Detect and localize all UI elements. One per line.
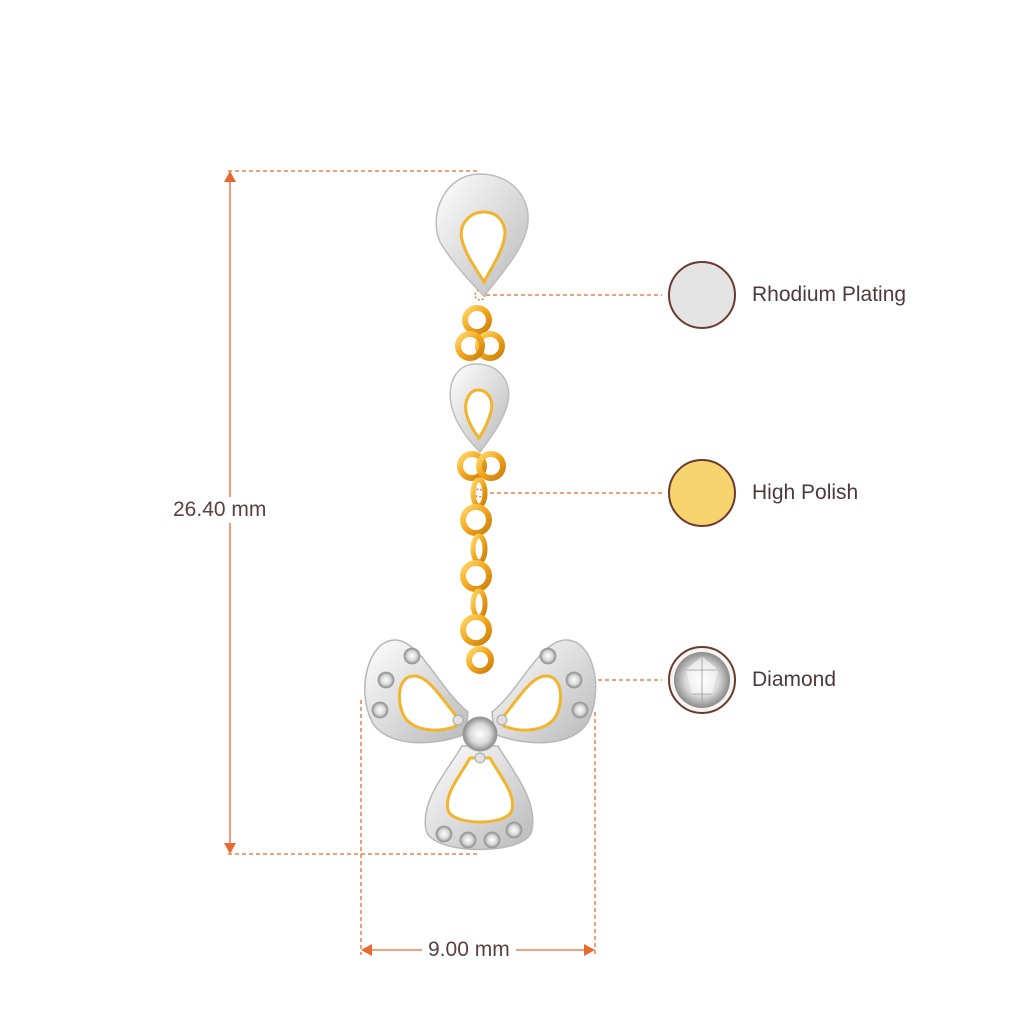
chain-link	[460, 614, 492, 646]
diamond-swatch	[668, 646, 736, 714]
legend-swatches	[668, 261, 736, 714]
width-arrow-right	[584, 944, 595, 956]
earring-illustration	[364, 173, 597, 851]
diamond-stone	[539, 647, 557, 665]
width-arrow-left	[361, 944, 372, 956]
diamond-stone	[435, 825, 453, 843]
high-polish-label: High Polish	[752, 481, 859, 504]
legend-leaders	[483, 294, 662, 681]
chain-link	[455, 331, 485, 361]
diamond-label: Diamond	[752, 668, 837, 691]
prong	[474, 752, 486, 764]
left-petal-cutout	[397, 674, 458, 732]
chain-link	[466, 646, 494, 674]
middle-teardrop-cutout	[464, 388, 494, 441]
chain-link	[475, 331, 505, 361]
diamond-stone	[403, 647, 421, 665]
rhodium-plating-label: Rhodium Plating	[752, 283, 907, 306]
chain-link	[470, 477, 488, 509]
diamond-stone	[459, 831, 477, 849]
diamond-stone	[565, 671, 583, 689]
polish-marker	[474, 488, 484, 498]
height-arrow-bottom	[224, 843, 236, 854]
pave-diamonds	[371, 647, 589, 849]
diamond-stone	[571, 701, 589, 719]
diamond-stone	[505, 821, 523, 839]
center-stone	[452, 714, 508, 764]
prong	[496, 714, 508, 726]
bottom-petal-cutout	[445, 756, 515, 824]
diamond-stone	[483, 831, 501, 849]
right-petal-cutout	[502, 674, 563, 732]
rhodium-swatch	[668, 261, 736, 329]
height-arrow-top	[224, 171, 236, 182]
chain-link	[476, 451, 506, 481]
chain-link	[460, 560, 492, 592]
chain-link	[470, 533, 488, 565]
top-teardrop-cutout	[459, 210, 507, 286]
center-diamond	[462, 716, 498, 752]
polish-swatch	[668, 459, 736, 527]
width-dimension-label: 9.00 mm	[422, 937, 516, 963]
chain-link	[462, 305, 492, 335]
trefoil-pendant	[364, 639, 597, 851]
chain-link	[470, 588, 488, 620]
height-dimension-label: 26.40 mm	[167, 497, 273, 523]
diamond-stone	[371, 701, 389, 719]
prong	[452, 714, 464, 726]
diamond-stone	[377, 671, 395, 689]
chain-link	[460, 504, 492, 536]
chain-link	[457, 451, 487, 481]
